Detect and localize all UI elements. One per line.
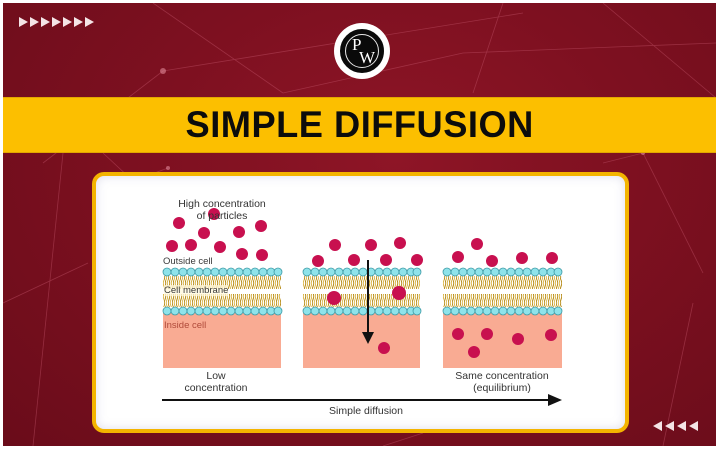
- play-arrow-icon: [30, 17, 39, 27]
- lipid-heads: [302, 267, 422, 316]
- label-line: of particles: [196, 210, 248, 222]
- logo-letter-w: W: [359, 48, 376, 67]
- low-concentration-caption: Low concentration: [166, 370, 266, 394]
- logo-badge: P W: [340, 29, 384, 73]
- logo-ring: [345, 34, 379, 68]
- particles: [312, 237, 423, 354]
- label-line: High concentration: [178, 198, 266, 210]
- reverse-arrow-icon: [665, 421, 674, 431]
- outside-cell-label: Outside cell: [163, 256, 213, 267]
- stage-initial: [162, 208, 283, 368]
- stage-diffusing: [302, 237, 423, 368]
- reverse-arrow-icon: [689, 421, 698, 431]
- caption-line: concentration: [184, 382, 248, 394]
- inside-cell-label: Inside cell: [164, 320, 207, 331]
- caption-line: (equilibrium): [473, 382, 531, 394]
- cell-membrane-label: Cell membrane: [164, 285, 229, 296]
- reverse-arrow-icon: [677, 421, 686, 431]
- play-arrow-icon: [41, 17, 50, 27]
- play-arrow-icon: [52, 17, 61, 27]
- caption-line: Same concentration: [455, 370, 549, 382]
- play-arrow-icon: [85, 17, 94, 27]
- particles: [452, 238, 558, 358]
- lipid-heads: [162, 267, 283, 316]
- cytoplasm-region: [303, 312, 420, 368]
- diffusion-direction-arrow: [362, 260, 374, 344]
- diffusion-diagram: [162, 208, 563, 406]
- lipid-tails-upper: [443, 276, 562, 289]
- play-arrow-icon: [19, 17, 28, 27]
- play-arrow-icon: [63, 17, 72, 27]
- logo-letter-p: P: [352, 35, 362, 54]
- equilibrium-caption: Same concentration (equilibrium): [436, 370, 568, 394]
- lipid-tails-upper: [303, 276, 420, 289]
- particles: [166, 208, 268, 261]
- decorative-arrows-bottom-right: [653, 421, 698, 431]
- caption-line: Low: [206, 370, 226, 382]
- slide: P W SIMPLE DIFFUSION: [3, 3, 716, 446]
- diagram-panel: High concentration of particles Outside …: [92, 172, 629, 433]
- decorative-arrows-top-left: [19, 17, 94, 27]
- title-banner: SIMPLE DIFFUSION: [3, 97, 716, 153]
- stage-equilibrium: [442, 238, 563, 368]
- cytoplasm-region: [443, 312, 562, 368]
- simple-diffusion-axis-arrow: [162, 394, 562, 406]
- play-arrow-icon: [74, 17, 83, 27]
- high-concentration-label: High concentration of particles: [162, 198, 282, 222]
- simple-diffusion-axis-label: Simple diffusion: [329, 405, 403, 417]
- page-title: SIMPLE DIFFUSION: [185, 104, 534, 145]
- lipid-tails-lower: [163, 294, 281, 307]
- pw-logo: P W: [334, 23, 390, 79]
- reverse-arrow-icon: [653, 421, 662, 431]
- lipid-heads: [442, 267, 563, 316]
- cytoplasm-region: [163, 312, 281, 368]
- lipid-tails-lower: [443, 294, 562, 307]
